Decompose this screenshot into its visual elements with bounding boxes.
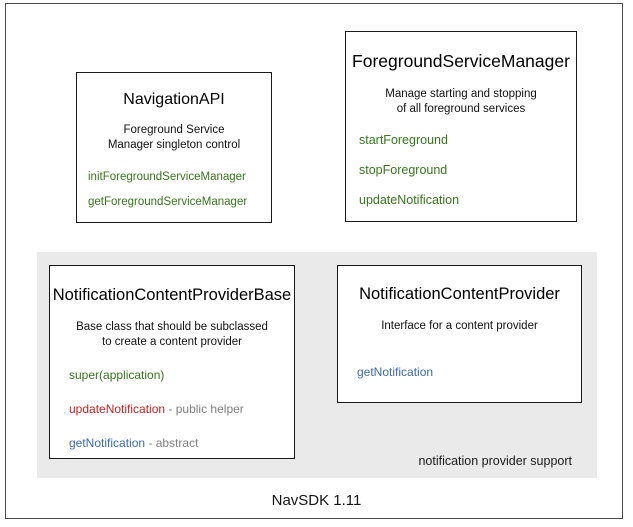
class-title-notification-content-provider-base: NotificationContentProviderBase [52, 286, 292, 304]
class-title-foreground-service-manager: ForegroundServiceManager [352, 51, 570, 71]
class-box-notification-content-provider[interactable]: NotificationContentProvider Interface fo… [337, 265, 582, 403]
member-item[interactable]: initForegroundServiceManager [88, 171, 271, 183]
member-list-navigation-api: initForegroundServiceManager getForegrou… [77, 171, 271, 208]
class-box-notification-content-provider-base[interactable]: NotificationContentProviderBase Base cla… [49, 265, 295, 459]
member-list-notification-content-provider-base: super(application) updateNotification - … [50, 368, 294, 450]
member-list-foreground-service-manager: startForeground stopForeground updateNot… [346, 133, 576, 207]
class-description-foreground-service-manager: Manage starting and stopping of all fore… [346, 87, 576, 116]
member-name: updateNotification [69, 402, 166, 417]
member-name: super(application) [69, 368, 165, 383]
class-description-line: Manage starting and stopping [385, 88, 537, 100]
class-description-notification-content-provider: Interface for a content provider [338, 319, 581, 334]
class-title-navigation-api: NavigationAPI [123, 91, 225, 108]
member-name: getNotification [69, 436, 146, 451]
member-name: updateNotification [359, 193, 460, 208]
member-name: getForegroundServiceManager [88, 196, 248, 209]
member-name: initForegroundServiceManager [88, 171, 246, 184]
class-description-line: Base class that should be subclassed [76, 321, 268, 333]
class-description-line: of all foreground services [396, 102, 526, 115]
class-description-line: Interface for a content provider [381, 320, 538, 332]
member-name: stopForeground [359, 163, 448, 178]
member-name: startForeground [359, 133, 448, 148]
member-note: - abstract [145, 436, 199, 451]
member-item[interactable]: getNotification - abstract [69, 436, 294, 450]
member-note: - public helper [165, 402, 244, 417]
member-item[interactable]: super(application) [69, 368, 294, 382]
class-title-notification-content-provider: NotificationContentProvider [359, 285, 560, 303]
class-description-line: to create a content provider [102, 335, 242, 348]
group-panel-label: notification provider support [418, 454, 572, 468]
member-item[interactable]: getForegroundServiceManager [88, 196, 271, 208]
class-description-notification-content-provider-base: Base class that should be subclassed to … [50, 320, 294, 349]
diagram-footer-caption: NavSDK 1.11 [271, 492, 362, 509]
member-list-notification-content-provider: getNotification [338, 365, 581, 379]
member-item[interactable]: updateNotification [359, 193, 576, 207]
member-item[interactable]: getNotification [357, 365, 581, 379]
member-item[interactable]: updateNotification - public helper [69, 402, 294, 416]
member-item[interactable]: startForeground [359, 133, 576, 147]
member-item[interactable]: stopForeground [359, 163, 576, 177]
class-description-navigation-api: Foreground Service Manager singleton con… [77, 123, 271, 152]
class-description-line: Manager singleton control [107, 138, 241, 151]
class-box-foreground-service-manager[interactable]: ForegroundServiceManager Manage starting… [345, 31, 577, 222]
member-name: getNotification [357, 364, 434, 379]
class-description-line: Foreground Service [123, 124, 225, 136]
class-box-navigation-api[interactable]: NavigationAPI Foreground Service Manager… [76, 72, 272, 223]
